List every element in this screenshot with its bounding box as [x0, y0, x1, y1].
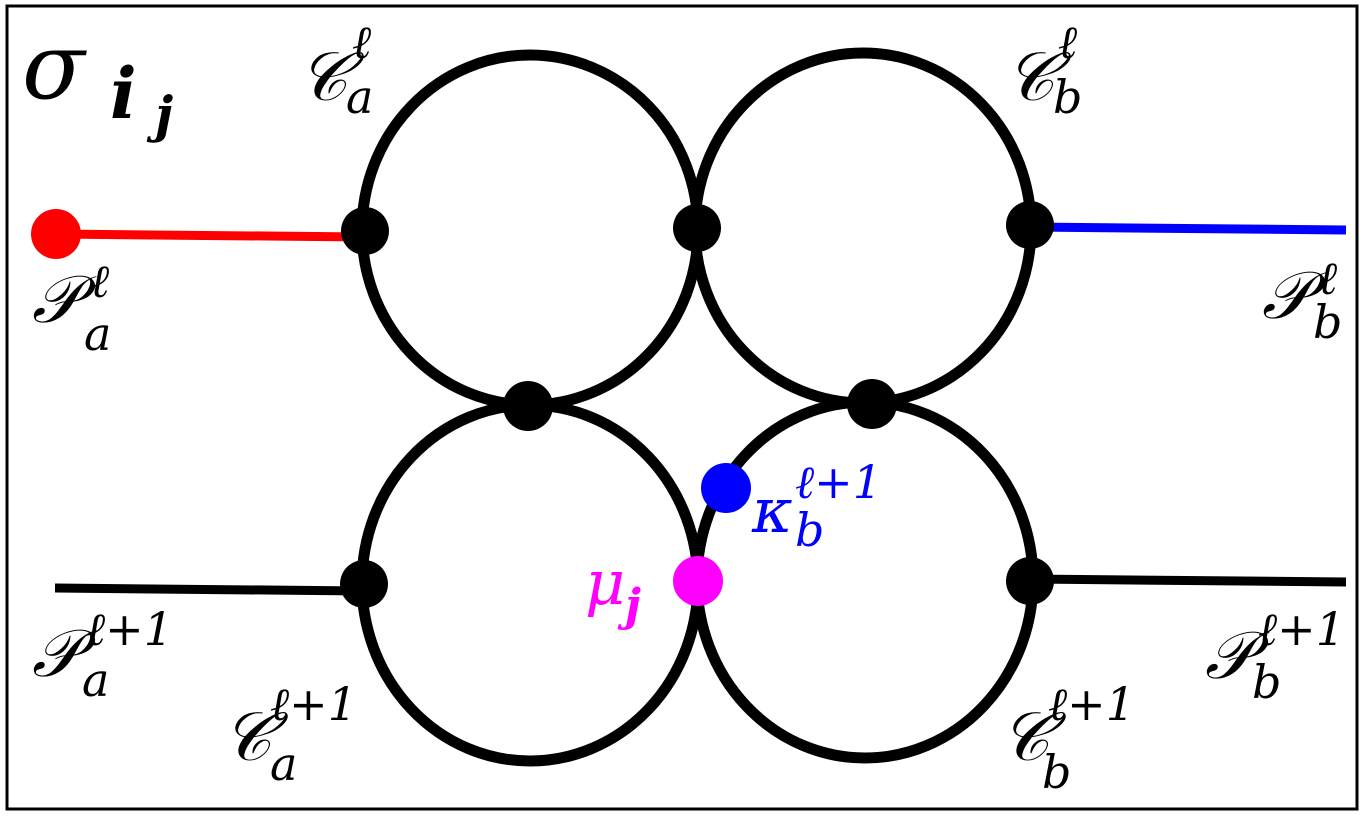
title-sub-i: i [110, 52, 137, 135]
kappa-blue-dot [701, 463, 751, 513]
title-subsub-j: j [146, 85, 173, 144]
junction-dot [847, 379, 897, 429]
label-p-b-l1-sup: ℓ+1 [1258, 602, 1345, 656]
label-kappa-sub: b [795, 503, 824, 557]
title-sigma: σ [22, 13, 87, 120]
label-c-b-l1-sub: b [1042, 745, 1071, 799]
label-c-b-l-sub: b [1053, 70, 1082, 124]
label-mu-base: μ [585, 546, 625, 619]
junction-dot [503, 381, 553, 431]
label-p-a-l-sup: ℓ [90, 254, 110, 308]
label-p-a-l-sub: a [84, 307, 111, 361]
junction-dot [673, 204, 721, 252]
junction-dot [1006, 557, 1054, 605]
label-c-a-l1-sup: ℓ+1 [270, 677, 357, 731]
label-c-a-l1-sub: a [270, 737, 297, 791]
path-p-a-l1-line [54, 583, 365, 596]
label-kappa-base: κ [751, 474, 793, 547]
label-c-a-l-sup: ℓ [352, 15, 372, 69]
label-p-b-l-sub: b [1313, 295, 1342, 349]
label-kappa-sup: ℓ+1 [795, 455, 882, 509]
path-p-a-l-line [54, 229, 365, 242]
junction-dot [341, 207, 389, 255]
mu-magenta-dot [673, 556, 723, 606]
label-p-a-l1-sub: a [82, 653, 109, 707]
junction-dot [1006, 201, 1054, 249]
label-p-b-l1-sub: b [1252, 655, 1281, 709]
circle-c-b-l [689, 47, 1037, 409]
label-c-b-l1-sup: ℓ+1 [1048, 677, 1135, 731]
junction-dot [340, 560, 388, 608]
endpoint-red-dot [31, 209, 81, 259]
frame-border [5, 4, 1359, 811]
circle-c-a-l [356, 49, 704, 411]
path-p-b-l1-line [1029, 574, 1347, 587]
label-c-a-l-sub: a [346, 70, 373, 124]
circle-c-a-l1 [356, 399, 704, 767]
label-c-b-l-sup: ℓ [1058, 15, 1078, 69]
label-p-a-l1-sup: ℓ+1 [86, 602, 173, 656]
path-p-b-l-line [1029, 222, 1347, 235]
label-p-b-l-sup: ℓ [1318, 251, 1338, 305]
